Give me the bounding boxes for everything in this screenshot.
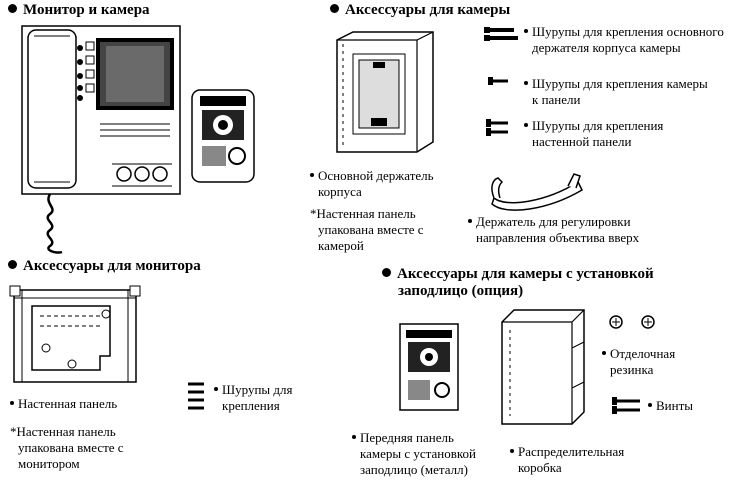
junction-box-label: Распределительная коробка — [510, 444, 624, 476]
camera-screws-label-2: Шурупы для крепления камеры к панели — [524, 76, 708, 108]
camera-screws-label-1: Шурупы для крепления основного держателя… — [524, 24, 724, 56]
monitor-illustration — [21, 25, 181, 254]
section-title-camera-accessories: Аксессуары для камеры — [330, 2, 510, 19]
junction-box-illustration — [501, 309, 585, 425]
monitor-wall-panel-illustration — [9, 285, 141, 383]
main-holder-illustration — [336, 31, 434, 153]
camera-screws-label-3: Шурупы для крепления настенной панели — [524, 118, 663, 150]
screw-icon — [612, 397, 640, 414]
section-title-monitor-accessories: Аксессуары для монитора — [8, 258, 201, 275]
screw-icon — [484, 27, 518, 41]
section-title-monitor-camera: Монитор и камера — [8, 2, 150, 19]
rubber-label: Отделочная резинка — [602, 346, 675, 378]
flush-front-panel-illustration — [399, 323, 459, 411]
screw-icon — [488, 77, 508, 85]
section-title-flush-accessories: Аксессуары для камеры с установкой запод… — [382, 266, 654, 300]
camera-illustration — [191, 89, 255, 183]
screw-icon — [486, 119, 508, 136]
lens-holder-illustration — [491, 173, 583, 211]
rubber-icon — [609, 315, 655, 329]
monitor-screws-label: Шурупы для крепления — [214, 382, 292, 414]
camera-note: *Настенная панель упакована вместе с кам… — [310, 206, 424, 253]
monitor-note: *Настенная панель упакована вместе с мон… — [10, 424, 124, 471]
monitor-wall-panel-label: Настенная панель — [10, 396, 117, 412]
lens-holder-label: Держатель для регулировки направления об… — [468, 214, 639, 246]
main-holder-label: Основной держатель корпуса — [310, 168, 434, 200]
flush-screws-label: Винты — [648, 398, 693, 414]
flush-front-panel-label: Передняя панель камеры с установкой запо… — [352, 430, 476, 478]
screw-icon — [188, 382, 204, 410]
